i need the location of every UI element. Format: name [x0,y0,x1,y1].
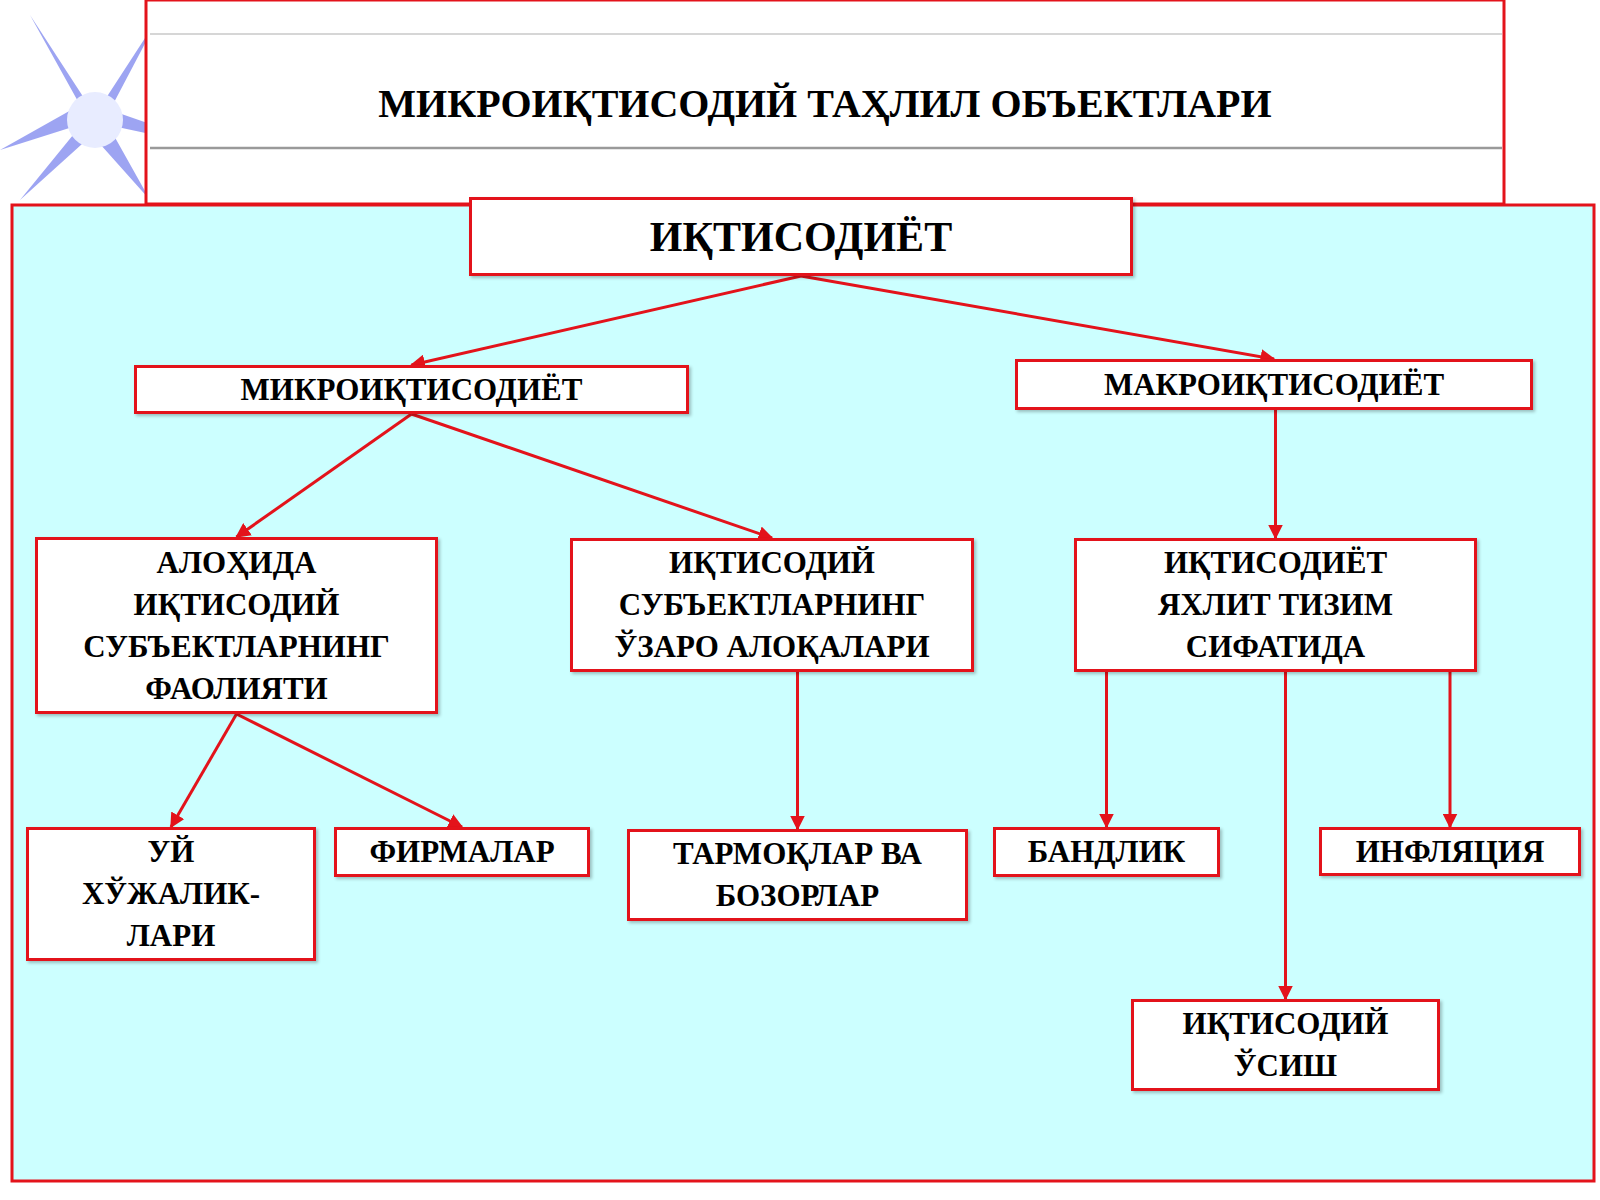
box-label: МИКРОИҚТИСОДИЁТ [241,369,583,411]
box-label: УЙ ХЎЖАЛИК- ЛАРИ [74,831,268,957]
arrow-connector [1274,410,1277,538]
box-label: ИҚТИСОДИЁТ ЯХЛИТ ТИЗИМ СИФАТИДА [1117,542,1434,668]
arrow-connector [1449,672,1452,827]
box-text-group: БАНДЛИК [1028,831,1186,873]
concept-box: ИҚТИСОДИЙ ЎСИШ [1131,999,1440,1091]
arrow-connector [1105,672,1108,827]
box-text-group: ТАРМОҚЛАР ВА БОЗОРЛАР [640,833,955,917]
box-text-group: ИҚТИСОДИЁТ ЯХЛИТ ТИЗИМ СИФАТИДА [1117,542,1434,668]
box-label: БАНДЛИК [1028,831,1186,873]
background-panel [12,205,1594,1181]
concept-box: ФИРМАЛАР [334,827,590,877]
arrow-connector [801,276,1274,359]
concept-box: БАНДЛИК [993,827,1220,877]
arrow-connector [1284,672,1287,999]
box-text-group: ИНФЛЯЦИЯ [1356,831,1545,873]
box-label: ФИРМАЛАР [369,831,554,873]
box-text-group: МАКРОИҚТИСОДИЁТ [1104,364,1444,406]
concept-box: УЙ ХЎЖАЛИК- ЛАРИ [26,827,316,961]
box-text-group: МИКРОИҚТИСОДИЁТ [241,369,583,411]
box-label: АЛОҲИДА ИҚТИСОДИЙ СУБЪЕКТЛАРНИНГ ФАОЛИЯТ… [74,542,399,710]
concept-box: ТАРМОҚЛАР ВА БОЗОРЛАР [627,829,968,921]
diagram-title: МИКРОИҚТИСОДИЙ ТАҲЛИЛ ОБЪЕКТЛАРИ [146,80,1504,127]
concept-box: АЛОҲИДА ИҚТИСОДИЙ СУБЪЕКТЛАРНИНГ ФАОЛИЯТ… [35,537,438,714]
arrow-connector [237,714,463,827]
box-label: ТАРМОҚЛАР ВА БОЗОРЛАР [640,833,955,917]
header-rule [150,33,1502,35]
box-label: ИҚТИСОДИЙ СУБЪЕКТЛАРНИНГ ЎЗАРО АЛОҚАЛАРИ [583,542,961,668]
box-label: ИҚТИСОДИЁТ [650,216,952,258]
box-text-group: ИҚТИСОДИЙ ЎСИШ [1164,1003,1407,1087]
box-label: ИҚТИСОДИЙ ЎСИШ [1164,1003,1407,1087]
box-label: ИНФЛЯЦИЯ [1356,831,1545,873]
concept-box: ИҚТИСОДИЁТ ЯХЛИТ ТИЗИМ СИФАТИДА [1074,538,1477,672]
header-rule [150,147,1502,150]
box-text-group: ИҚТИСОДИЁТ [650,216,952,258]
header-box [146,0,1504,204]
concept-box: МАКРОИҚТИСОДИЁТ [1015,359,1533,410]
arrow-connector [171,714,237,827]
box-label: МАКРОИҚТИСОДИЁТ [1104,364,1444,406]
box-text-group: ФИРМАЛАР [369,831,554,873]
arrow-connector [237,414,412,537]
box-text-group: ИҚТИСОДИЙ СУБЪЕКТЛАРНИНГ ЎЗАРО АЛОҚАЛАРИ [583,542,961,668]
arrow-connector [796,672,799,829]
concept-box: ИҚТИСОДИЙ СУБЪЕКТЛАРНИНГ ЎЗАРО АЛОҚАЛАРИ [570,538,974,672]
box-text-group: УЙ ХЎЖАЛИК- ЛАРИ [74,831,268,957]
concept-box: ИҚТИСОДИЁТ [469,197,1133,276]
concept-box: МИКРОИҚТИСОДИЁТ [134,365,689,414]
arrow-connector [412,414,773,538]
star-core [67,92,123,148]
box-text-group: АЛОҲИДА ИҚТИСОДИЙ СУБЪЕКТЛАРНИНГ ФАОЛИЯТ… [74,542,399,710]
concept-box: ИНФЛЯЦИЯ [1319,827,1581,876]
arrow-connector [412,276,802,365]
